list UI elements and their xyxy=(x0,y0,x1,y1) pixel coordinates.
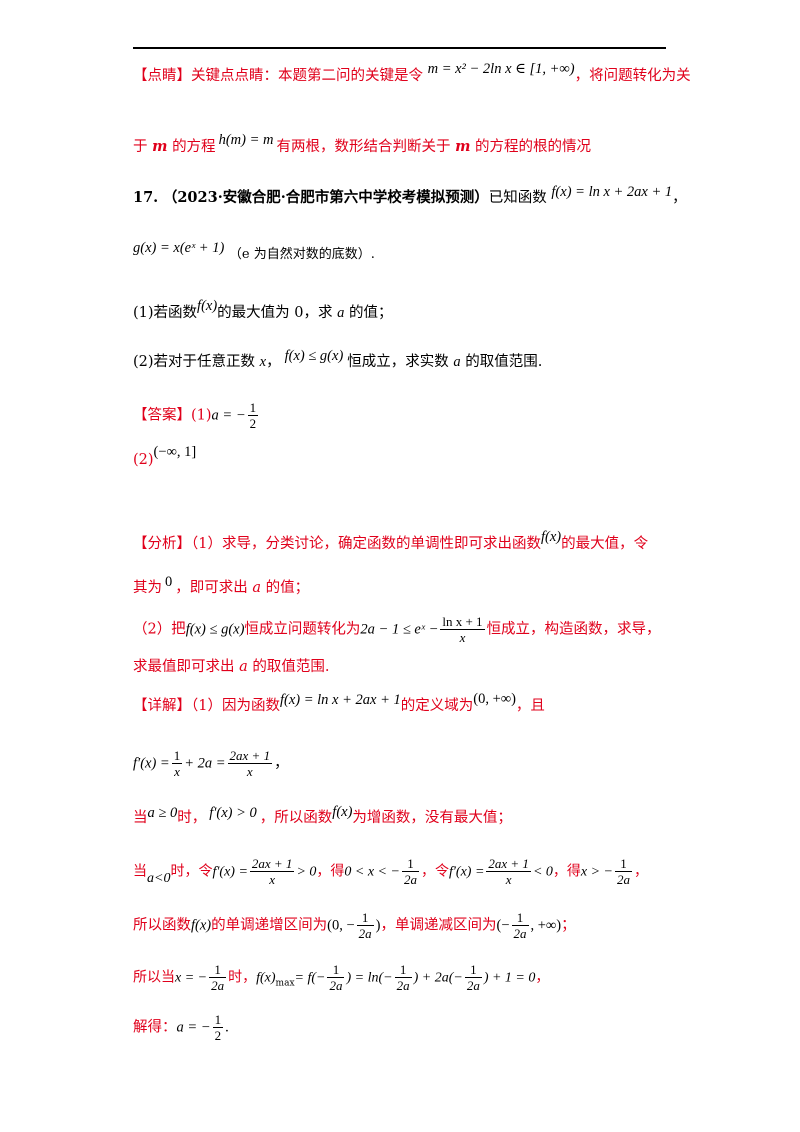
problem-line-1: 17. （2023·安徽合肥·合肥市第六中学校考模拟预测）已知函数 f(x) =… xyxy=(133,184,687,206)
answer-line-2: (2)(−∞, 1] xyxy=(133,444,197,468)
analysis-line-3: （2）把f(x) ≤ g(x)恒成立问题转化为2a − 1 ≤ eˣ −ln x… xyxy=(133,614,661,645)
problem-number: 17. xyxy=(133,189,159,206)
answer-tag: 【答案】 xyxy=(133,407,191,424)
analysis-line-1: 【分析】（1）求导，分类讨论，确定函数的单调性即可求出函数f(x)的最大值，令 xyxy=(133,529,649,552)
detail-line-1: 【详解】（1）因为函数f(x) = ln x + 2ax + 1的定义域为(0,… xyxy=(133,691,545,714)
function-g: g(x) = x(eˣ + 1) xyxy=(133,240,225,256)
analysis-line-4: 求最值即可求出 a 的取值范围. xyxy=(133,659,330,675)
problem-line-2: g(x) = x(eˣ + 1) （e 为自然对数的底数）. xyxy=(133,240,375,262)
question-2: (2)若对于任意正数 x，f(x) ≤ g(x)恒成立，求实数 a 的取值范围. xyxy=(133,348,543,370)
question-1: (1)若函数f(x)的最大值为 0，求 ma 的值； xyxy=(133,298,393,321)
header-rule xyxy=(133,47,666,49)
dianjing-tag: 【点睛】 xyxy=(133,68,191,84)
dianjing-formula: m = x² − 2ln x ∈ [1, +∞) xyxy=(427,61,575,77)
dianjing-line-1: 【点睛】关键点点睛：本题第二问的关键是令 m = x² − 2ln x ∈ [1… xyxy=(133,61,691,84)
problem-source: （2023·安徽合肥·合肥市第六中学校考模拟预测） xyxy=(162,189,489,206)
analysis-tag: 【分析】 xyxy=(133,536,191,552)
function-f: f(x) = ln x + 2ax + 1 xyxy=(551,184,673,200)
detail-tag: 【详解】 xyxy=(133,698,191,714)
case-1-line: 当a ≥ 0时，f′(x) > 0，所以函数f(x)为增函数，没有最大值； xyxy=(133,804,512,826)
